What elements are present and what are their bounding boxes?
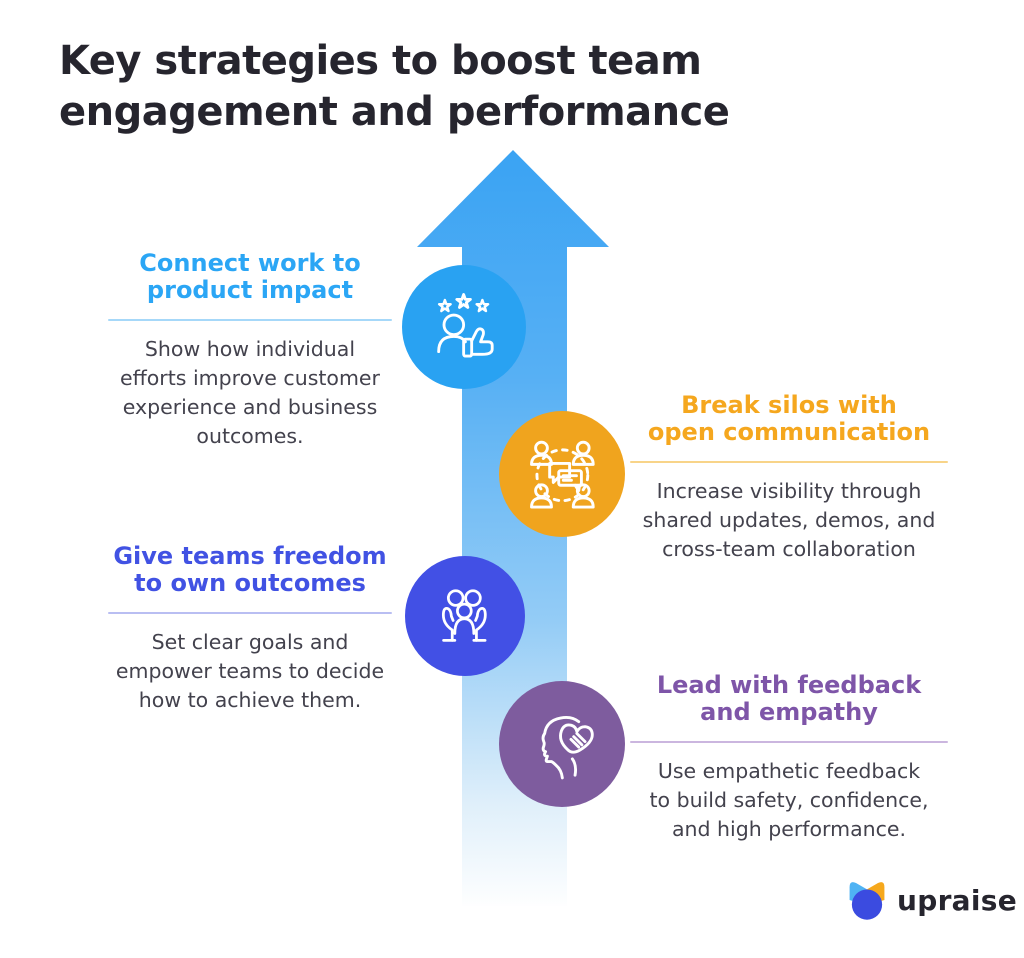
section-body: Increase visibility through shared updat…: [642, 479, 936, 561]
recognition-thumbs-up-icon: [437, 293, 494, 358]
team-communication-icon: [529, 440, 595, 509]
section-body: Set clear goals and empower teams to dec…: [115, 630, 385, 712]
circle-break-silos: [499, 411, 625, 537]
section-lead-feedback: Lead with feedback and empathy Use empat…: [628, 672, 950, 844]
section-body: Show how individual efforts improve cust…: [120, 337, 380, 448]
section-break-silos: Break silos with open communication Incr…: [628, 392, 950, 564]
section-divider: [108, 612, 392, 614]
circle-connect-work: [402, 265, 526, 389]
circle-give-freedom: [405, 556, 525, 676]
hands-holding-team-icon: [441, 589, 487, 642]
section-heading: Connect work to product impact: [139, 249, 361, 304]
page-title: Key strategies to boost team engagement …: [59, 38, 730, 135]
section-connect-work: Connect work to product impact Show how …: [92, 250, 408, 451]
section-give-freedom: Give teams freedom to own outcomes Set c…: [92, 543, 408, 715]
section-divider: [630, 461, 948, 463]
upraise-logo: upraise: [845, 878, 1017, 922]
empathy-head-heart-icon: [541, 715, 594, 780]
section-divider: [108, 319, 392, 321]
upraise-logo-icon: [849, 882, 885, 920]
section-heading: Give teams freedom to own outcomes: [113, 542, 387, 597]
upraise-logo-text: upraise: [897, 883, 1018, 917]
circle-lead-feedback: [499, 681, 625, 807]
section-body: Use empathetic feedback to build safety,…: [649, 759, 929, 841]
section-heading: Lead with feedback and empathy: [656, 671, 922, 726]
section-heading: Break silos with open communication: [647, 391, 931, 446]
section-divider: [630, 741, 948, 743]
